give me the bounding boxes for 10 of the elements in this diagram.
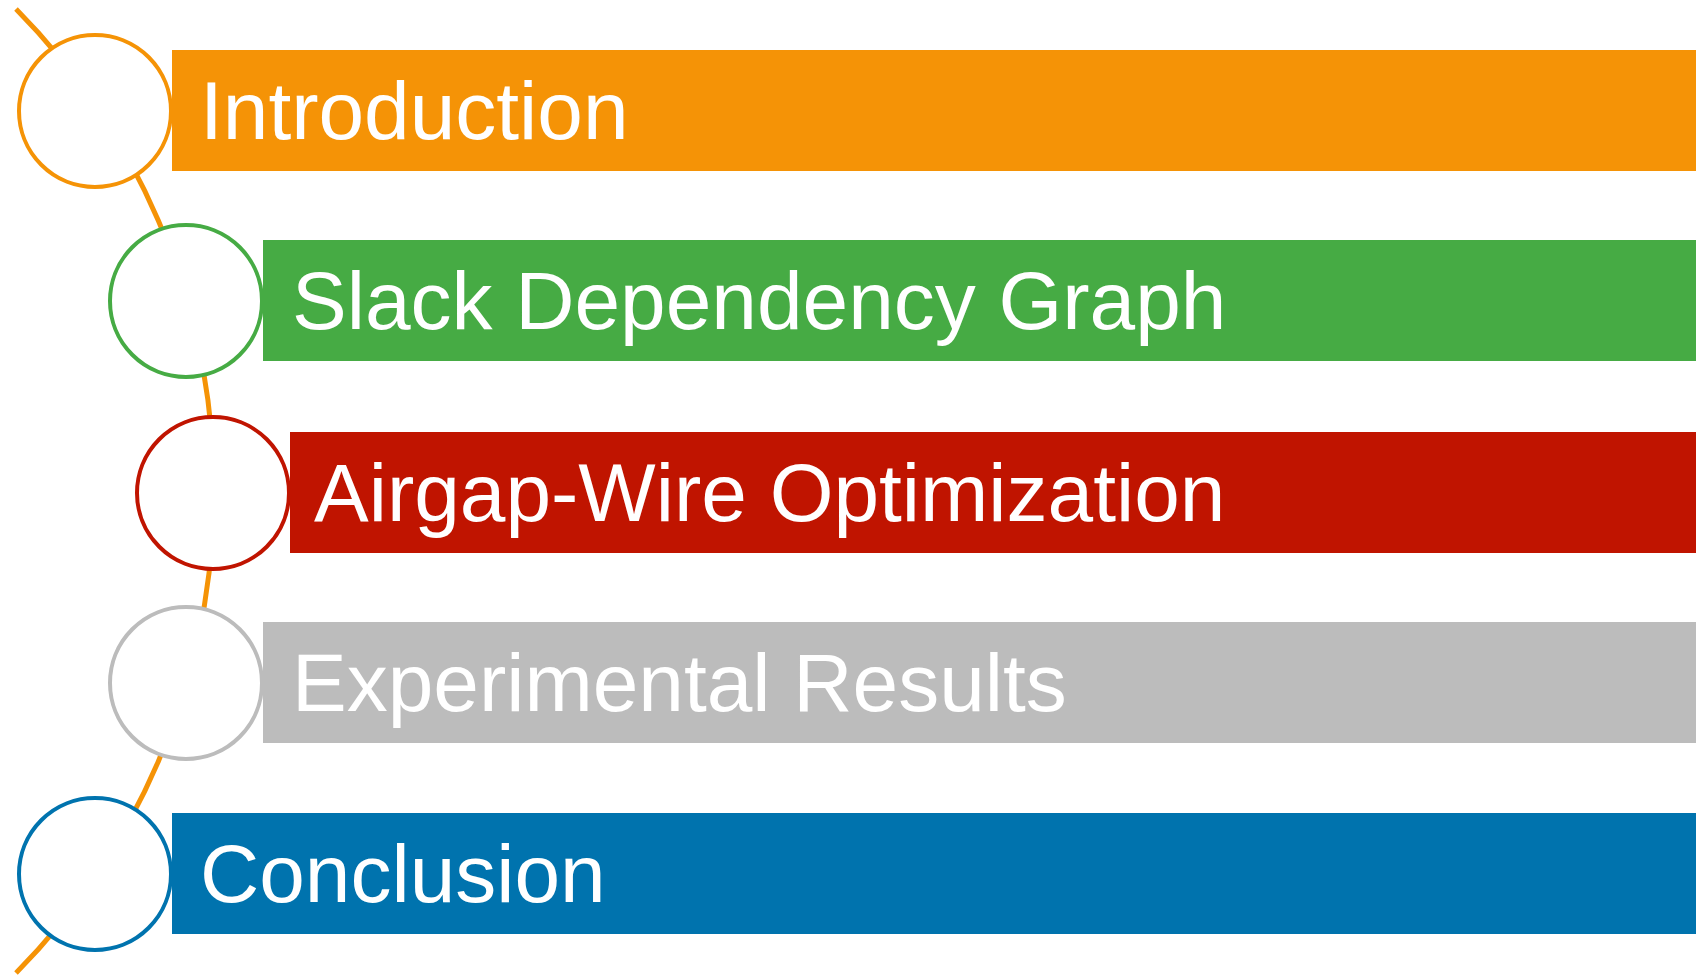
agenda-item-title: Airgap-Wire Optimization — [314, 446, 1226, 540]
agenda-band — [172, 50, 1696, 171]
agenda-band — [290, 432, 1696, 553]
agenda-item-title: Conclusion — [200, 827, 606, 921]
agenda-band — [172, 813, 1696, 934]
agenda-item-title: Introduction — [200, 64, 629, 158]
agenda-item-title: Slack Dependency Graph — [292, 254, 1227, 348]
agenda-band — [263, 240, 1696, 361]
agenda-band — [263, 622, 1696, 743]
agenda-item-title: Experimental Results — [292, 636, 1067, 730]
